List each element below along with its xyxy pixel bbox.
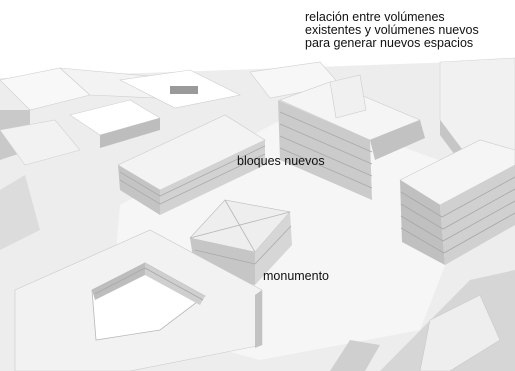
caption-line: existentes y volúmenes nuevos <box>305 23 479 37</box>
monument-label: monumento <box>263 269 330 283</box>
caption-line: para generar nuevos espacios <box>305 36 474 50</box>
monument-building <box>189 199 292 285</box>
new-block-north <box>278 74 425 200</box>
existing-building-southeast <box>330 270 515 371</box>
courtyard-block <box>14 229 263 371</box>
existing-building-northwest <box>0 67 241 250</box>
new-block-east <box>399 139 515 265</box>
diagram-caption: relación entre volúmenes existentes y vo… <box>305 11 479 50</box>
new-block-west <box>117 114 266 215</box>
new-blocks-label: bloques nuevos <box>237 154 325 168</box>
caption-line: relación entre volúmenes <box>305 10 445 24</box>
